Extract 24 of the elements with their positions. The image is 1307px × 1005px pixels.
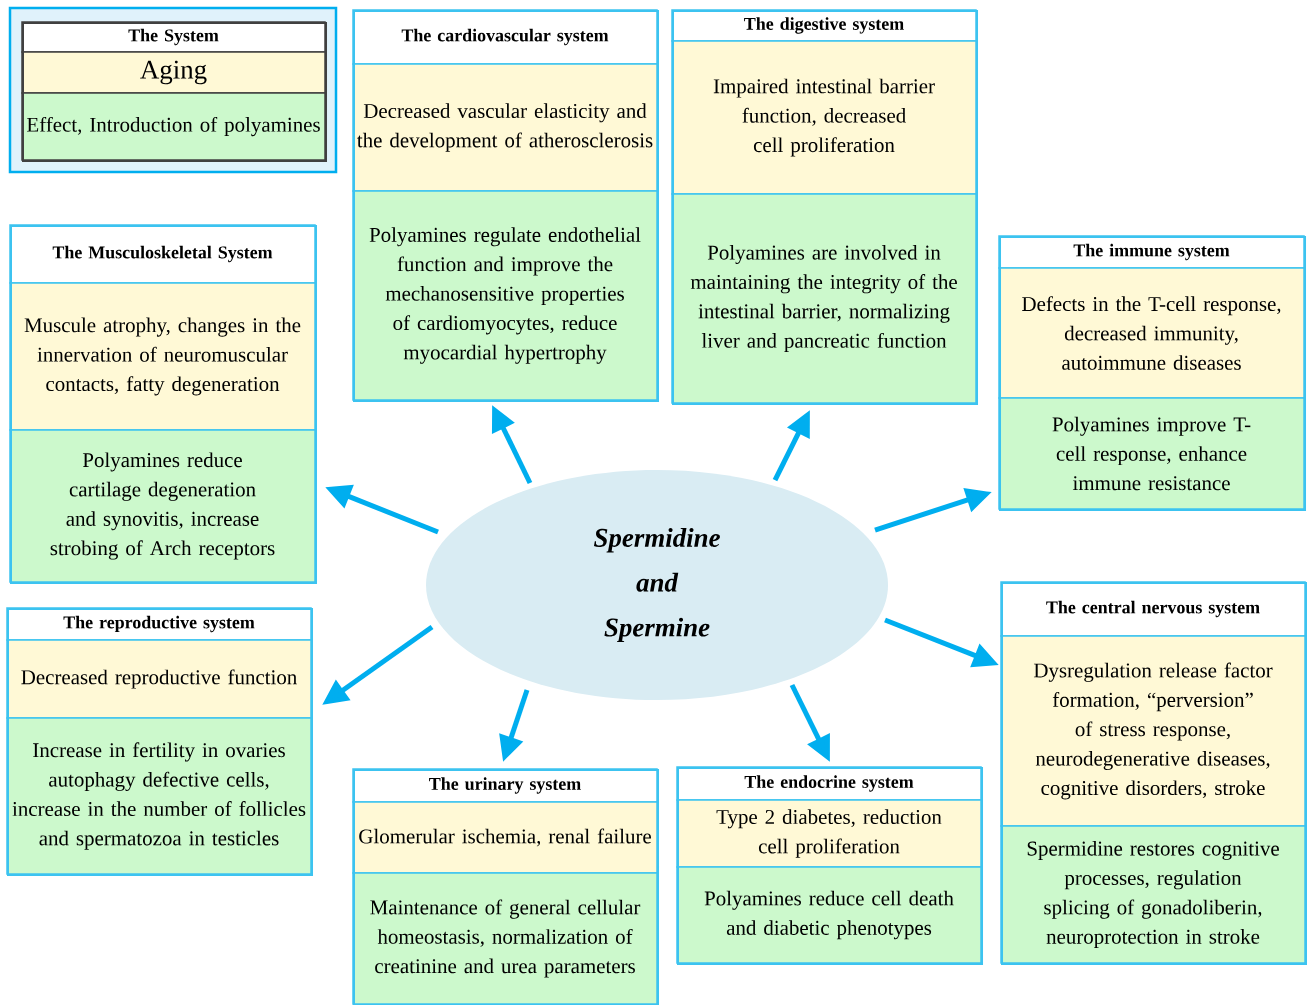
header-cell: The cardiovascular system xyxy=(352,9,658,65)
effect-cell: Polyamines regulate endothelial function and improve the mechanosensitive properties of cardiomyocytes, reduce myocardial hypertrophy xyxy=(352,190,658,401)
effect-cell: Maintenance of general cellular homeostasis, normalization of creatinine and urea parameters xyxy=(352,872,658,1005)
effect-cell: Effect, Introduction of polyamines xyxy=(21,92,326,161)
problem-cell: Dysregulation release factor formation, “perversion” of stress response, neurodegenerative diseases, cognitive disorders, stroke xyxy=(1000,635,1306,827)
problem-cell: Glomerular ischemia, renal failure xyxy=(352,801,658,874)
effect-cell: Increase in fertility in ovaries autophagy defective cells, increase in the number of follicles and spermatozoa in testicles xyxy=(6,717,312,875)
header-cell: The central nervous system xyxy=(1000,581,1306,637)
effect-cell: Spermidine restores cognitive processes, regulation splicing of gonadoliberin, neuroprotection in stroke xyxy=(1000,825,1306,964)
effect-cell: Polyamines reduce cell death and diabetic phenotypes xyxy=(676,866,982,964)
header-cell: The immune system xyxy=(998,235,1305,269)
effect-cell: Polyamines improve T-cell response, enhance immune resistance xyxy=(998,397,1305,510)
problem-cell: Muscule atrophy, changes in the innervation of neuromuscular contacts, fatty degeneration xyxy=(9,282,316,431)
effect-cell: Polyamines are involved in maintaining the integrity of the intestinal barrier, normalizing liver and pancreatic function xyxy=(671,193,977,404)
problem-cell: Decreased vascular elasticity and the development of atherosclerosis xyxy=(352,63,658,192)
problem-cell: Impaired intestinal barrier function, decreased cell proliferation xyxy=(671,40,977,195)
problem-cell: Defects in the T-cell response, decreased immunity, autoimmune diseases xyxy=(998,267,1305,399)
problem-cell: Decreased reproductive function xyxy=(6,639,312,719)
header-cell: The System xyxy=(21,21,326,53)
effect-cell: Polyamines reduce cartilage degeneration and synovitis, increase strobing of Arch receptors xyxy=(9,429,316,583)
problem-cell: Aging xyxy=(21,51,326,94)
problem-cell: Type 2 diabetes, reduction cell proliferation xyxy=(676,799,982,868)
header-cell: The Musculoskeletal System xyxy=(9,224,316,284)
header-cell: The reproductive system xyxy=(6,607,312,641)
